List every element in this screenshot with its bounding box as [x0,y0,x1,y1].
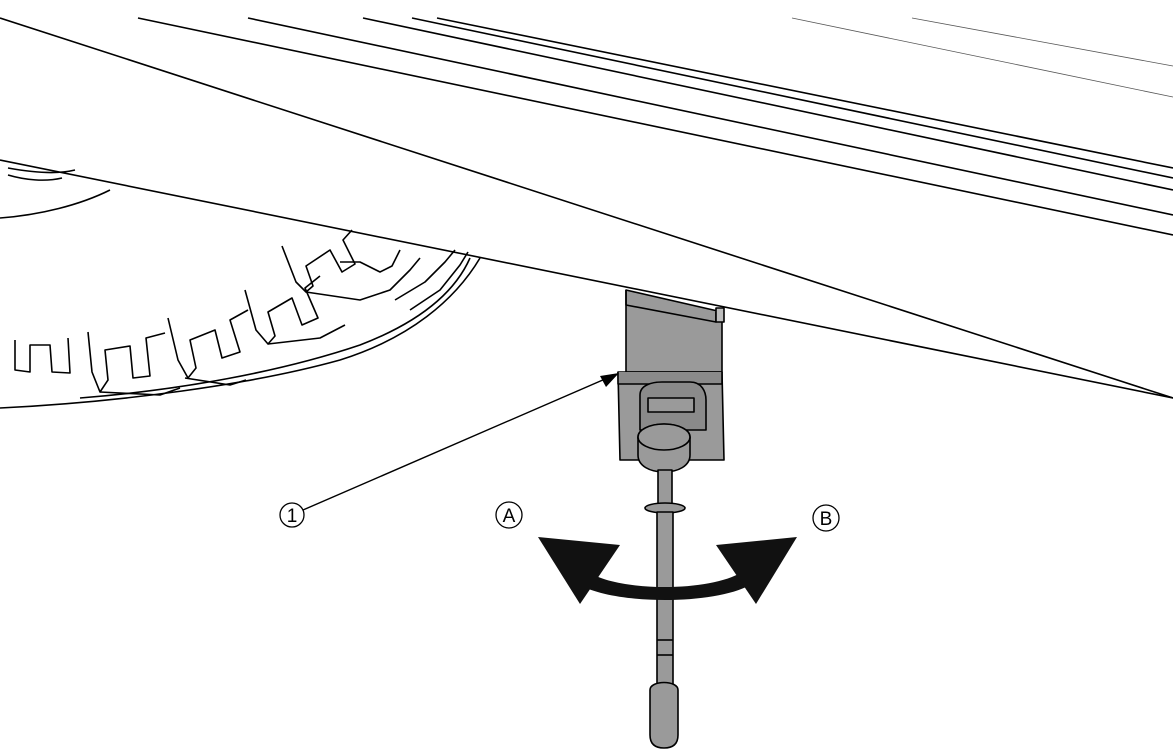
double-headed-curved-arrow-icon [538,537,797,604]
tread-groove-2 [99,387,181,396]
crank-handle [649,681,679,749]
frame-rail [0,17,1173,399]
leader-line [302,375,613,511]
spindle-shaft [657,469,673,507]
rail-line-thin-1 [791,17,1173,98]
tread-groove-4 [305,257,421,301]
leader-arrowhead [600,373,619,387]
bracket-tube [625,289,723,373]
frame-underside-line [0,159,1173,399]
tire-hub-arc-2 [7,174,63,181]
rotation-arrowhead-b [716,537,797,604]
leader-arrow-icon [302,373,619,511]
rotation-arrow-body [580,572,750,600]
tread-block-5 [281,229,356,293]
bracket-tab [715,307,725,323]
callout-circle-b [812,504,840,532]
tread-block-4 [244,275,321,345]
tire-outer-edge [0,257,481,409]
callout-part-1: 1 [279,502,305,528]
callout-label-a: A [503,506,516,527]
tire-sidewall-arc [0,189,111,219]
knob-cap [637,423,691,451]
tread-block-1 [14,337,71,374]
rail-line-3 [247,17,1173,216]
tread-block-2 [87,331,166,393]
callout-direction-b: B [812,504,840,532]
tire-hub-arc-1 [7,167,76,174]
tread-groove-6 [409,251,469,311]
tire-inner-edge [79,257,471,399]
tread-groove-1 [184,377,247,386]
rail-line-5 [411,17,1173,179]
rotation-arrowhead-a [538,537,620,604]
rail-line-thin-2 [911,17,1173,67]
crank-rod [656,511,674,693]
jack-bracket [617,289,725,749]
rail-line-4 [362,17,1173,191]
callout-label-1: 1 [287,506,298,527]
callout-label-b: B [820,509,833,530]
rail-line-2 [137,17,1173,236]
callout-circle-a [495,501,523,529]
tread-groove-5 [394,249,456,301]
tread-block-3 [167,309,249,379]
tire [0,167,481,409]
hex-nut-face [647,397,695,413]
rail-line-6 [436,17,1173,169]
rail-line-1 [0,17,1173,399]
callout-circle-1 [279,502,305,528]
tread-block-6 [340,249,401,273]
callout-direction-a: A [495,501,523,529]
tread-groove-3 [267,324,346,345]
